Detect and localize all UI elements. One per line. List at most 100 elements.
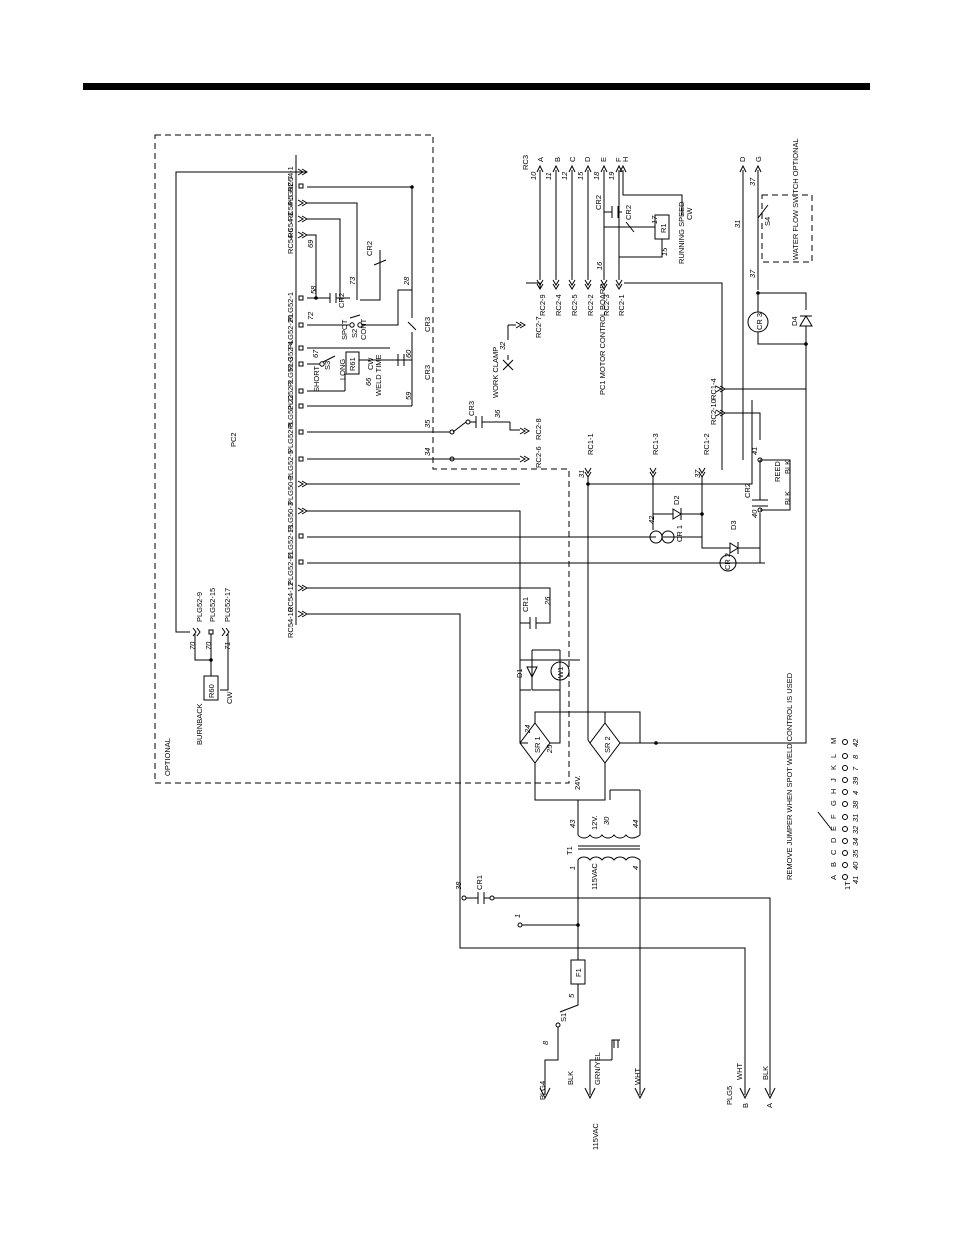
- svg-text:D: D: [738, 156, 747, 162]
- svg-text:38: 38: [454, 881, 463, 890]
- svg-text:F: F: [829, 814, 838, 819]
- svg-text:37: 37: [748, 177, 757, 186]
- svg-text:41: 41: [851, 876, 860, 884]
- svg-text:CR 3: CR 3: [755, 313, 764, 330]
- svg-text:CR2: CR2: [337, 293, 346, 308]
- svg-text:RC54-6: RC54-6: [286, 228, 295, 254]
- svg-text:66: 66: [364, 377, 373, 386]
- svg-text:RC54-12: RC54-12: [286, 582, 295, 612]
- connector-plg52-11: PLG52-11: [286, 551, 304, 585]
- svg-text:35: 35: [851, 849, 860, 858]
- svg-text:70: 70: [204, 641, 213, 650]
- svg-text:S4: S4: [763, 217, 772, 226]
- svg-text:B: B: [741, 1103, 750, 1108]
- svg-text:RC2-8: RC2-8: [534, 418, 543, 440]
- svg-text:F1: F1: [574, 968, 583, 977]
- svg-text:8: 8: [851, 754, 860, 759]
- svg-text:PC1 MOTOR CONTROL BOARD: PC1 MOTOR CONTROL BOARD: [598, 283, 607, 395]
- water-switch-group: D G 37 31 S4 WATER FLOW SWITCH OPTIONAL …: [656, 138, 813, 744]
- svg-text:CW: CW: [225, 691, 234, 704]
- svg-text:115VAC: 115VAC: [590, 863, 599, 890]
- svg-text:PLG52-4: PLG52-4: [286, 341, 295, 371]
- terminal-strip-1t: REMOVE JUMPER WHEN SPOT WELD CONTROL IS …: [785, 672, 860, 890]
- svg-text:D: D: [583, 156, 592, 162]
- svg-text:C: C: [829, 849, 838, 855]
- svg-text:G: G: [829, 800, 838, 806]
- svg-text:73: 73: [348, 276, 357, 285]
- svg-text:PLG52-17: PLG52-17: [223, 588, 232, 622]
- rc3-connector: RC3 A B C D E F H 10 11 12 15 18 19: [521, 155, 683, 280]
- svg-text:38: 38: [851, 800, 860, 809]
- svg-text:PLG52-20: PLG52-20: [286, 315, 295, 349]
- svg-text:31: 31: [733, 220, 742, 228]
- svg-text:42: 42: [647, 515, 656, 524]
- svg-text:RC3: RC3: [521, 155, 530, 170]
- svg-text:12V.: 12V.: [590, 815, 599, 830]
- svg-text:G: G: [754, 156, 763, 162]
- svg-text:SR 1: SR 1: [533, 736, 542, 753]
- svg-text:CR2: CR2: [624, 205, 633, 220]
- svg-text:PLG52-8: PLG52-8: [286, 423, 295, 453]
- svg-text:5: 5: [567, 993, 576, 998]
- svg-text:R1: R1: [659, 223, 668, 233]
- svg-text:15: 15: [576, 171, 585, 180]
- svg-text:8: 8: [541, 1040, 550, 1045]
- svg-text:D4: D4: [790, 316, 799, 326]
- svg-text:PLG50-3: PLG50-3: [286, 502, 295, 532]
- svg-text:S1: S1: [559, 1013, 568, 1022]
- svg-text:69: 69: [306, 239, 315, 248]
- svg-text:WHT: WHT: [633, 1068, 642, 1085]
- svg-text:34: 34: [851, 838, 860, 846]
- svg-text:31: 31: [851, 814, 860, 822]
- svg-text:BLK: BLK: [761, 1066, 770, 1080]
- svg-text:S3: S3: [323, 361, 332, 370]
- svg-text:D3: D3: [729, 520, 738, 530]
- svg-text:1T: 1T: [843, 881, 852, 890]
- connector-plg52-4: PLG52-4: [286, 341, 304, 371]
- svg-text:31: 31: [577, 470, 586, 478]
- svg-text:LONG: LONG: [338, 359, 347, 380]
- svg-text:58: 58: [309, 285, 318, 294]
- svg-text:CR2: CR2: [743, 483, 752, 498]
- svg-text:CR 2: CR 2: [723, 553, 732, 570]
- svg-text:4: 4: [851, 791, 860, 795]
- svg-text:CR3: CR3: [423, 317, 432, 332]
- svg-text:24: 24: [523, 725, 532, 734]
- connector-plg52-7: PLG52-7: [286, 176, 304, 206]
- svg-text:CR1: CR1: [521, 597, 530, 612]
- svg-text:12: 12: [560, 171, 569, 180]
- svg-text:A: A: [765, 1103, 774, 1108]
- svg-text:R60: R60: [207, 684, 216, 698]
- svg-text:RC2-1: RC2-1: [617, 294, 626, 316]
- svg-text:CR2: CR2: [594, 195, 603, 210]
- svg-text:PLG52-1: PLG52-1: [286, 292, 295, 322]
- svg-text:24V.: 24V.: [573, 775, 582, 790]
- svg-text:WHT: WHT: [735, 1063, 744, 1080]
- svg-text:E: E: [599, 157, 608, 162]
- svg-text:RC1-2: RC1-2: [702, 433, 711, 455]
- svg-text:K: K: [829, 765, 838, 770]
- svg-text:RC2-9: RC2-9: [538, 294, 547, 316]
- cr1-coil: [661, 530, 675, 544]
- svg-text:F: F: [614, 157, 623, 162]
- svg-text:42: 42: [851, 738, 860, 747]
- connector-plg52-22: PLG52-22: [286, 395, 304, 429]
- svg-text:S2: S2: [350, 329, 359, 338]
- pc2-label: PC2: [229, 432, 238, 447]
- svg-text:RUNNING SPEED: RUNNING SPEED: [677, 201, 686, 264]
- svg-text:D2: D2: [672, 495, 681, 505]
- svg-text:SPOT: SPOT: [340, 319, 349, 340]
- svg-text:16: 16: [595, 261, 604, 270]
- svg-text:B: B: [553, 157, 562, 162]
- svg-text:11: 11: [544, 172, 553, 180]
- svg-text:PLG52-11: PLG52-11: [286, 551, 295, 585]
- svg-text:T1: T1: [565, 846, 574, 855]
- svg-text:CONT: CONT: [359, 318, 368, 340]
- optional-label: OPTIONAL: [163, 738, 172, 776]
- svg-text:PLG52-15: PLG52-15: [208, 588, 217, 622]
- optional-boundary: [154, 134, 570, 784]
- svg-text:18: 18: [592, 171, 601, 180]
- svg-text:RC54-3: RC54-3: [286, 212, 295, 238]
- svg-text:CR1: CR1: [475, 875, 484, 890]
